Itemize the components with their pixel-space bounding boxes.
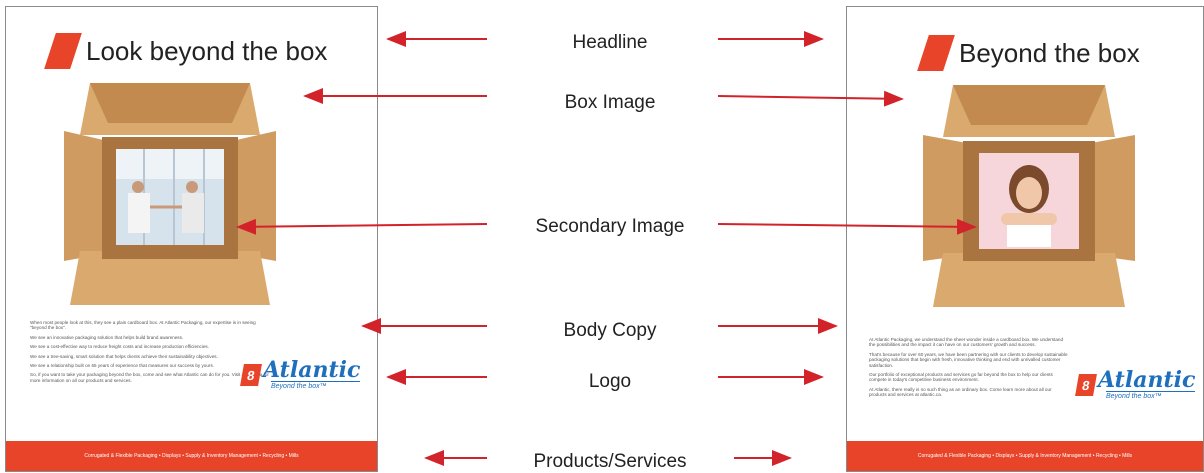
- left-headline: Look beyond the box: [44, 33, 328, 69]
- body-paragraph: So, if you want to take your packaging b…: [30, 372, 269, 383]
- right-body-copy: At Atlantic Packaging, we understand the…: [869, 337, 1069, 402]
- logo-name: Atlantic: [263, 357, 361, 383]
- right-headline: Beyond the box: [917, 35, 1140, 71]
- right-headline-text: Beyond the box: [959, 37, 1140, 68]
- logo-tagline: Beyond the box™: [1106, 391, 1196, 401]
- right-secondary-image: [979, 153, 1079, 249]
- body-paragraph: When most people look at this, they see …: [30, 320, 256, 331]
- body-paragraph: At Atlantic Packaging, we understand the…: [869, 337, 1063, 348]
- logo-name: Atlantic: [1098, 367, 1196, 393]
- left-box-image: [64, 83, 276, 305]
- body-paragraph: We see an innovative packaging solution …: [30, 334, 184, 340]
- left-body-copy: When most people look at this, they see …: [30, 320, 270, 387]
- body-paragraph: We see a cost-effective way to reduce fr…: [30, 344, 209, 350]
- right-products-services-bar: Corrugated & Flexible Packaging • Displa…: [847, 441, 1203, 471]
- body-paragraph: We see a relationship built on 65 years …: [30, 363, 215, 369]
- left-headline-text: Look beyond the box: [86, 35, 328, 66]
- label-headline: Headline: [572, 32, 648, 53]
- left-poster: Look beyond the box: [5, 6, 378, 472]
- body-paragraph: We see a tree-saving, smart solution tha…: [30, 353, 218, 359]
- label-box-image: Box Image: [564, 92, 656, 113]
- arrow-secondary-image-left: [236, 218, 488, 235]
- right-logo: 8 Atlantic Beyond the box™: [1075, 367, 1196, 401]
- logo-tagline: Beyond the box™: [271, 381, 361, 391]
- body-paragraph: Our portfolio of exceptional products an…: [869, 372, 1053, 383]
- arrow-secondary-image-right: [717, 218, 977, 235]
- body-paragraph: That's because for over 60 years, we hav…: [869, 351, 1068, 368]
- left-secondary-image: [116, 149, 224, 245]
- label-secondary-image: Secondary Image: [535, 216, 685, 237]
- right-poster: Beyond the box At Atlantic Packaging, we…: [846, 6, 1204, 472]
- left-products-services-bar: Corrugated & Flexible Packaging • Displa…: [6, 441, 377, 471]
- left-logo: 8 Atlantic Beyond the box™: [240, 357, 361, 391]
- right-box-image: [923, 85, 1135, 307]
- label-products-services: Products/Services: [533, 451, 687, 472]
- label-body-copy: Body Copy: [563, 320, 657, 341]
- body-paragraph: At Atlantic, there really is no such thi…: [869, 386, 1052, 398]
- arrow-box-image-right: [717, 90, 904, 107]
- label-logo: Logo: [588, 371, 632, 392]
